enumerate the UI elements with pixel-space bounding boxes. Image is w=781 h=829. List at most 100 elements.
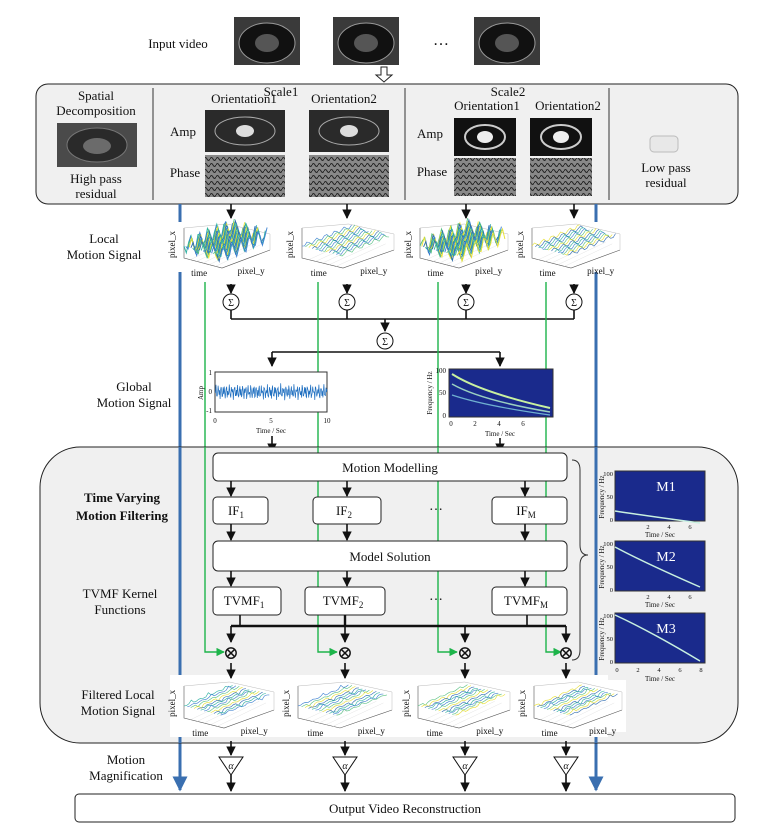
svg-text:IF2: IF2 (336, 503, 352, 520)
axis-label-time: time (427, 728, 443, 738)
axis-label-time: time (191, 268, 207, 278)
global-motion-label-1: Global (116, 379, 152, 394)
alpha-symbol: α (563, 761, 569, 772)
mode-xlabel: Time / Sec (645, 675, 675, 683)
sum-symbol: Σ (382, 337, 388, 348)
mode-ytick: 0 (610, 517, 613, 524)
axis-label-pixel-x: pixel_x (515, 231, 525, 258)
input-ellipsis: … (433, 32, 449, 49)
if-label-2: IF (336, 503, 348, 518)
s2-phase-label: Phase (417, 164, 448, 179)
local-motion-label-2: Motion Signal (67, 247, 142, 262)
s1-o2-amp-image (309, 110, 389, 152)
axis-label-pixel-y: pixel_y (238, 266, 265, 276)
if-ellipsis: … (429, 499, 443, 514)
axis-label-pixel-y: pixel_y (241, 726, 268, 736)
low-pass-label-1: Low pass (641, 160, 690, 175)
axis-label-pixel-x: pixel_x (401, 689, 411, 716)
if-box-2: IF2 (312, 496, 382, 525)
amp-ytick: 1 (209, 369, 213, 377)
input-frame-3 (474, 17, 540, 65)
sum-symbol: Σ (463, 298, 469, 309)
mode-ytick: 100 (603, 471, 613, 478)
spectro-ytick: 50 (439, 389, 447, 397)
s2-o2-amp-image (530, 118, 592, 156)
spectro-xtick: 6 (521, 420, 525, 428)
svg-text:TVMF2: TVMF2 (323, 593, 364, 610)
amp-ytick: 0 (209, 388, 213, 396)
svg-text:IF1: IF1 (228, 503, 244, 520)
mode-xlabel: Time / Sec (645, 531, 675, 539)
mode-ytick: 50 (607, 564, 614, 571)
alpha-symbol: α (342, 761, 348, 772)
local-motion-label-1: Local (89, 231, 119, 246)
amplifier-triangle (553, 756, 579, 776)
global-motion-label-2: Motion Signal (97, 395, 172, 410)
tvmf-label-m: TVMF (504, 593, 540, 608)
sum-symbol: Σ (571, 298, 577, 309)
tvmf-title-1: Time Varying (84, 490, 160, 505)
magnification-label-1: Motion (107, 752, 146, 767)
axis-label-pixel-x: pixel_x (167, 689, 177, 716)
tvmf-sub-1: 1 (260, 600, 265, 610)
s2-o2-phase-image (530, 158, 592, 196)
axis-label-time: time (540, 268, 556, 278)
amplifier-triangle (218, 756, 244, 776)
s1-amp-label: Amp (170, 124, 196, 139)
axis-label-pixel-y: pixel_y (475, 266, 502, 276)
s1-orientation1-label: Orientation1 (211, 91, 277, 106)
axis-label-pixel-y: pixel_y (589, 726, 616, 736)
axis-label-pixel-x: pixel_x (167, 231, 177, 258)
tvmf-box-m: TVMFM (491, 586, 568, 616)
high-pass-label-2: residual (75, 186, 117, 201)
multiply-nodes: ⊗⊗⊗⊗ (223, 643, 574, 664)
s2-orientation1-label: Orientation1 (454, 98, 520, 113)
output-box (74, 793, 736, 823)
amp-xtick: 10 (324, 417, 332, 425)
mode-name: M2 (656, 550, 675, 565)
spatial-decomp-title-2: Decomposition (56, 103, 136, 118)
axis-label-time: time (428, 268, 444, 278)
tvmf-box-1: TVMF1 (212, 586, 282, 616)
low-pass-image (649, 135, 679, 153)
mode-xtick: 6 (688, 594, 692, 601)
mode-ytick: 50 (607, 494, 614, 501)
axis-label-time: time (542, 728, 558, 738)
motion-modelling-label: Motion Modelling (342, 460, 438, 475)
mode-ytick: 0 (610, 587, 613, 594)
alpha-symbol: α (228, 761, 234, 772)
tvmf-box-2: TVMF2 (304, 586, 386, 616)
tvmf-sub-m: M (540, 600, 548, 610)
mode-xtick: 4 (667, 524, 671, 531)
if-box-m: IFM (491, 496, 568, 525)
alpha-symbol: α (462, 761, 468, 772)
motion-modelling-box (212, 452, 568, 482)
s2-o1-amp-image (454, 118, 516, 156)
amplifier-triangle (452, 756, 478, 776)
s2-o1-phase-image (454, 158, 516, 196)
axis-label-pixel-y: pixel_y (358, 726, 385, 736)
s1-o2-phase-image (309, 155, 389, 197)
s1-orientation2-label: Orientation2 (311, 91, 377, 106)
sum-symbol: Σ (344, 298, 350, 309)
mode-xtick: 4 (667, 594, 671, 601)
spectro-xtick: 2 (473, 420, 477, 428)
magnification-label-2: Magnification (89, 768, 163, 783)
amp-xtick: 0 (213, 417, 217, 425)
scale1-label: Scale1 (264, 84, 299, 99)
tvmf-ellipsis: … (429, 589, 443, 604)
spectro-xtick: 4 (497, 420, 501, 428)
mode-xtick: 2 (646, 594, 649, 601)
mode-ytick: 0 (610, 659, 613, 666)
tvmf-label-1: TVMF (224, 593, 260, 608)
tvmf-title-2: Motion Filtering (76, 508, 169, 523)
